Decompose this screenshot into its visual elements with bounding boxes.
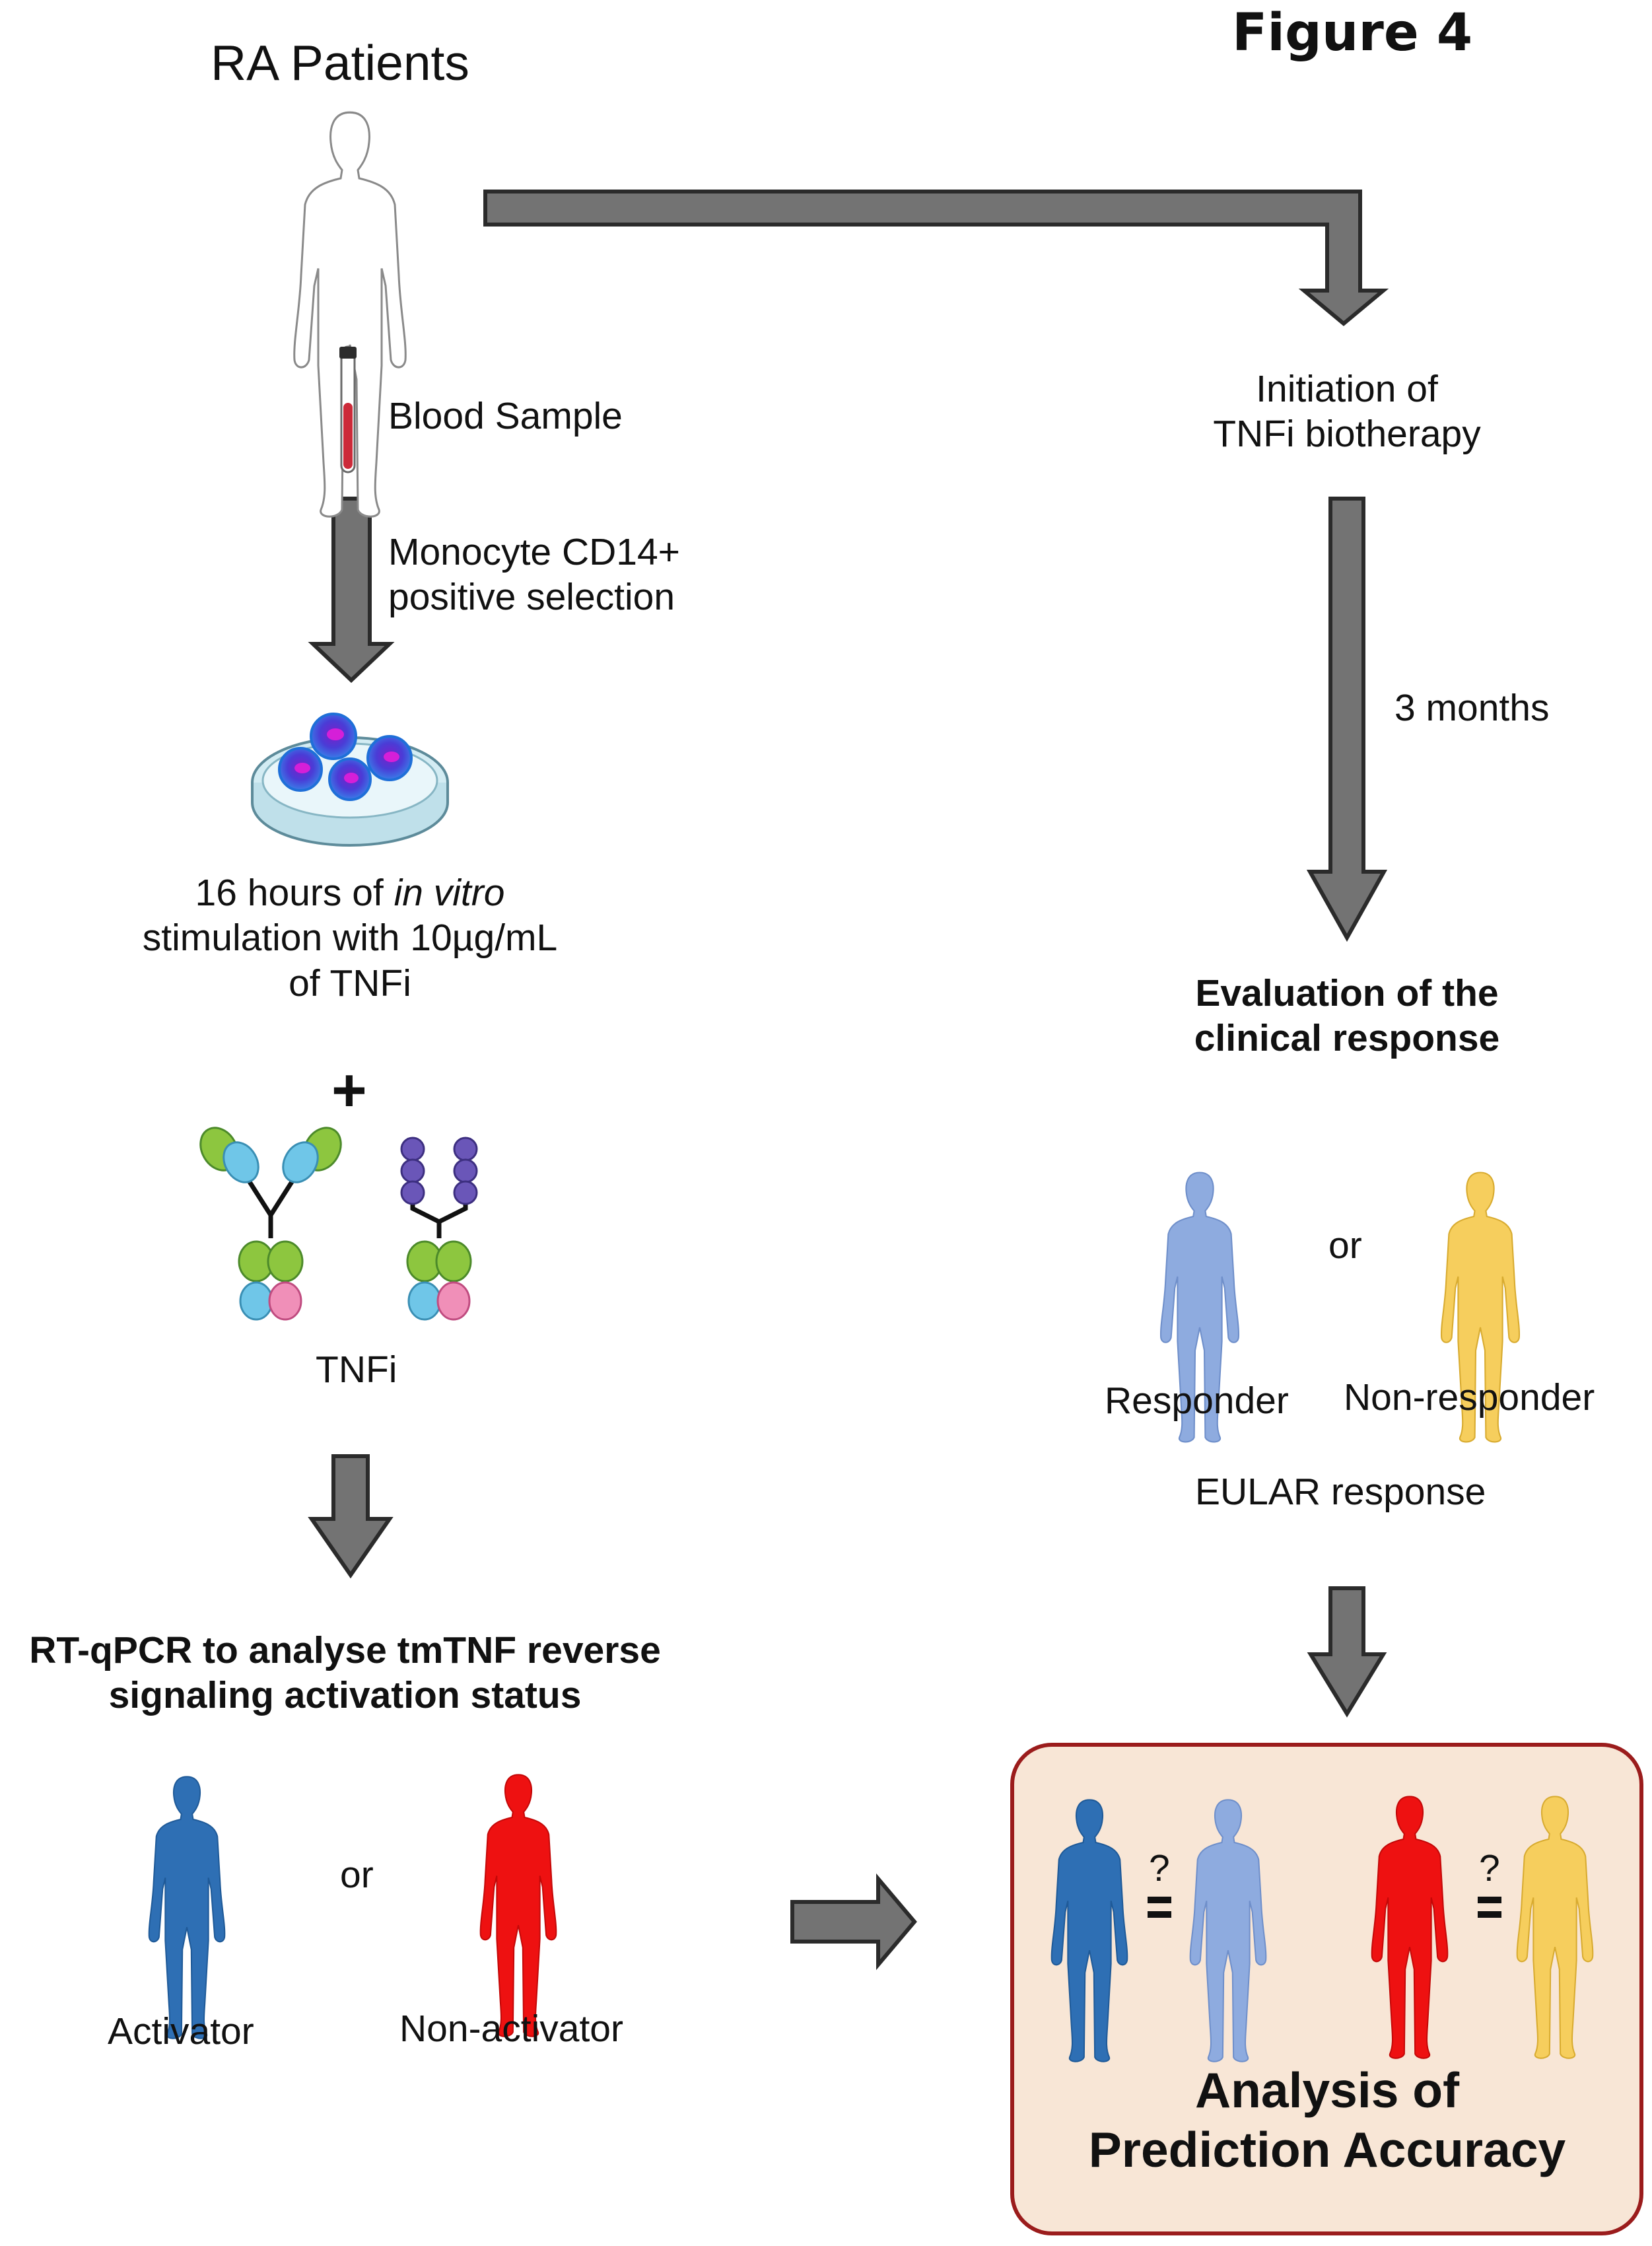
petri-dish-icon	[251, 713, 449, 847]
initiation-line-2: TNFi biotherapy	[1213, 413, 1481, 456]
rtqpcr-line-2: signaling activation status	[108, 1674, 582, 1717]
analysis-box	[1010, 1743, 1643, 2235]
stimulation-line-1: 16 hours of in vitro	[195, 872, 505, 914]
eular-label: EULAR response	[1195, 1471, 1486, 1513]
stimulation-line-3: of TNFi	[289, 962, 411, 1004]
activator-figure-icon	[148, 1776, 226, 2039]
rtqpcr-line-1: RT-qPCR to analyse tmTNF reverse	[29, 1629, 661, 1671]
initiation-line-1: Initiation of	[1256, 368, 1438, 410]
rtqpcr-label: RT-qPCR to analyse tmTNF reverse signali…	[0, 1628, 690, 1718]
stimulation-line-2: stimulation with 10µg/mL	[142, 917, 558, 960]
plus-sign: +	[331, 1057, 367, 1124]
figure-label: Figure 4	[1232, 3, 1473, 63]
arrow-patients-to-therapy	[483, 190, 1389, 326]
arrow-tnfi-to-rtqpcr	[308, 1454, 394, 1579]
ra-patients-title: RA Patients	[211, 35, 469, 90]
fusion-protein-icon	[400, 1137, 478, 1321]
selection-line-1: Monocyte CD14+	[388, 531, 680, 573]
equals-icon	[1148, 1897, 1501, 1918]
evaluation-line-1: Evaluation of the	[1195, 972, 1499, 1014]
or-right: or	[1328, 1224, 1362, 1267]
question-mark-2: ?	[1479, 1847, 1500, 1889]
selection-line-2: positive selection	[388, 576, 675, 619]
analysis-line-1: Analysis of	[1194, 2062, 1460, 2118]
months-label: 3 months	[1394, 687, 1550, 729]
evaluation-label: Evaluation of the clinical response	[1136, 971, 1558, 1061]
blood-sample-label: Blood Sample	[388, 395, 623, 437]
stimulation-label: 16 hours of in vitro stimulation with 10…	[116, 870, 584, 1006]
arrow-selection-down	[308, 497, 395, 684]
responder-label: Responder	[1105, 1380, 1289, 1422]
arrow-therapy-to-evaluation	[1306, 497, 1388, 942]
tnfi-label: TNFi	[316, 1349, 397, 1391]
evaluation-line-2: clinical response	[1194, 1017, 1500, 1060]
non-activator-figure-icon	[479, 1774, 557, 2037]
selection-label: Monocyte CD14+ positive selection	[388, 530, 680, 620]
arrow-status-to-analysis	[790, 1873, 917, 1971]
initiation-label: Initiation of TNFi biotherapy	[1169, 367, 1525, 457]
non-responder-label: Non-responder	[1344, 1376, 1595, 1419]
blood-tube-icon	[339, 345, 357, 474]
arrow-eular-to-analysis	[1307, 1586, 1387, 1718]
or-left: or	[340, 1854, 374, 1896]
question-mark-1: ?	[1149, 1847, 1170, 1889]
non-activator-label: Non-activator	[399, 2008, 623, 2050]
analysis-label: Analysis of Prediction Accuracy	[1030, 2060, 1624, 2179]
analysis-line-2: Prediction Accuracy	[1088, 2122, 1566, 2177]
activator-label: Activator	[108, 2010, 254, 2053]
antibody-icon	[199, 1127, 342, 1321]
